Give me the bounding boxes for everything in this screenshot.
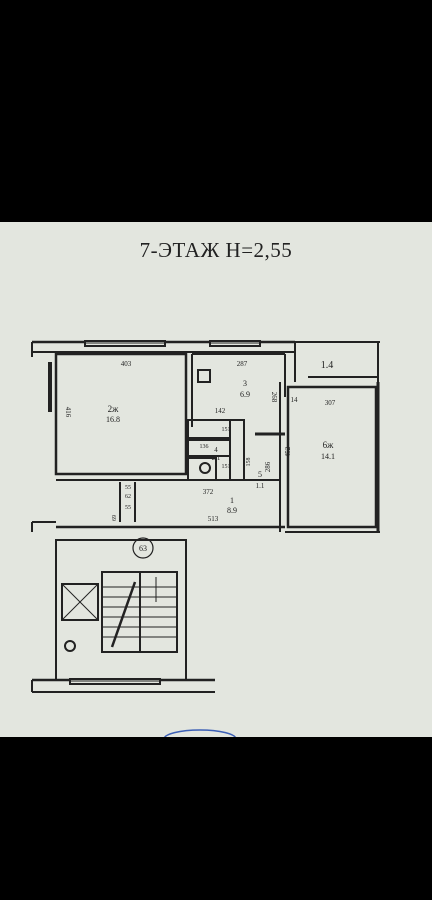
room-4-area: 2.1 (212, 454, 221, 462)
dim-416: 416 (64, 407, 72, 418)
dim-452: 452 (284, 446, 292, 457)
floor-title: 7-ЭТАЖ Н=2,55 (139, 238, 293, 262)
room-1-number: 1 (230, 496, 234, 505)
room-4-number: 4 (214, 446, 218, 454)
floor-plan-sheet: 7-ЭТАЖ Н=2,55 (0, 222, 432, 737)
room-6-area: 14.1 (321, 452, 335, 461)
dim-55-lower: 55 (125, 505, 131, 511)
dim-403: 403 (121, 360, 132, 368)
dim-268: 268 (270, 392, 278, 403)
room-5-area: 1.1 (256, 482, 265, 490)
room-1-area: 8.9 (227, 506, 237, 515)
room-6-number: 6ж (323, 440, 335, 450)
apartment-number-circle (132, 537, 154, 559)
balcony-label: 1.4 (321, 360, 334, 371)
dim-307: 307 (325, 399, 336, 407)
apartment-number: 63 (139, 544, 147, 553)
dim-14: 14 (291, 396, 299, 404)
dim-142: 142 (215, 407, 226, 415)
dim-151-lower: 151 (222, 464, 231, 470)
dim-62: 62 (125, 494, 131, 500)
dim-372: 372 (203, 488, 214, 496)
dim-286: 286 (264, 461, 272, 472)
dim-151-upper: 151 (222, 427, 231, 433)
room-2-area: 16.8 (106, 415, 120, 424)
dim-55-upper: 55 (125, 485, 131, 491)
room-3-number: 3 (243, 379, 247, 388)
dim-158: 158 (246, 458, 252, 467)
room-2-number: 2ж (108, 404, 120, 414)
room-3-area: 6.9 (240, 390, 250, 399)
room-5-number: 5 (258, 470, 262, 479)
dim-69: 69 (112, 515, 118, 521)
stamp-fragment (163, 729, 237, 737)
dim-513: 513 (208, 515, 219, 523)
dim-287: 287 (237, 360, 248, 368)
dim-136: 136 (200, 444, 209, 450)
floor-plan-drawing: 2ж 16.8 3 6.9 4 2.1 5 1.1 1 8.9 6ж 14.1 … (31, 340, 380, 693)
